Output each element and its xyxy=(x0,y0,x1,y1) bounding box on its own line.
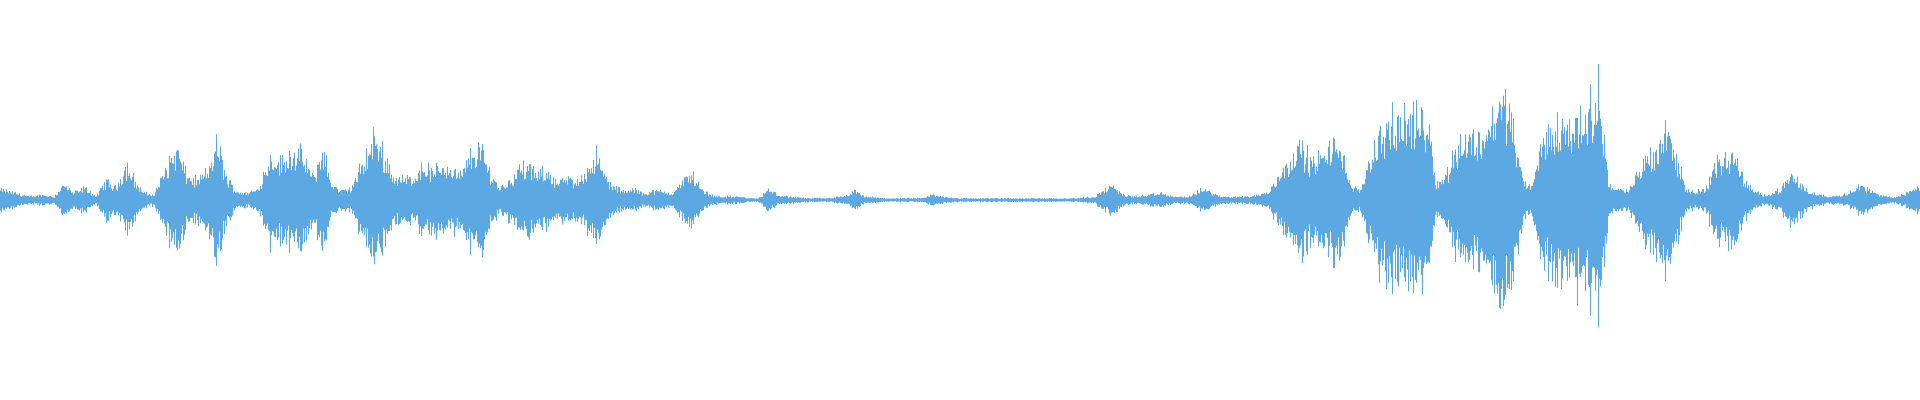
waveform-samples xyxy=(0,64,1920,328)
waveform-bars xyxy=(0,64,1920,328)
